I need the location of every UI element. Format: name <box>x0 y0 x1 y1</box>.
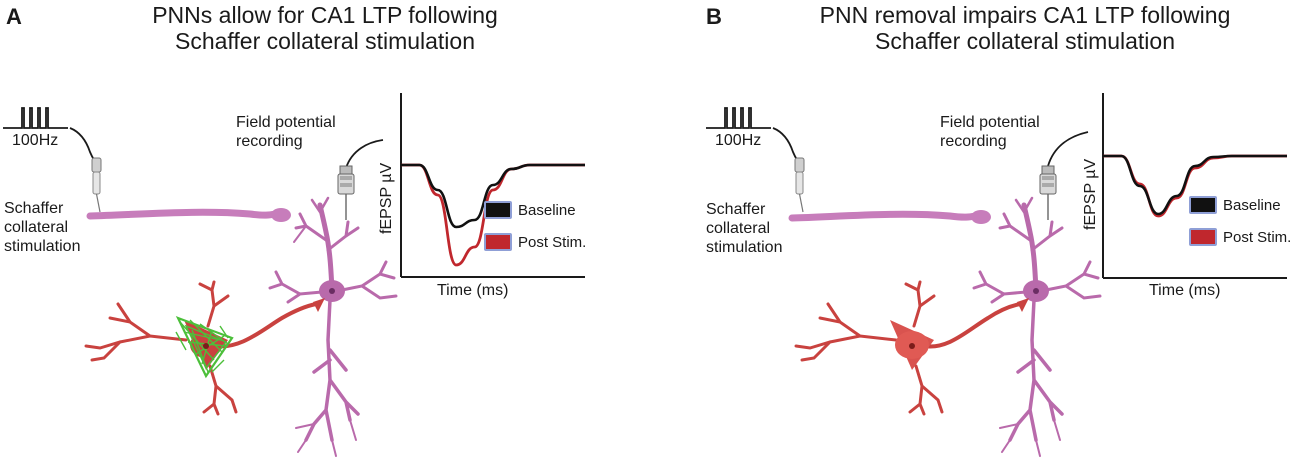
stim-frequency-label: 100Hz <box>715 132 762 149</box>
synaptic-terminal <box>313 298 325 312</box>
record-label-line2: recording <box>236 133 303 150</box>
y-axis-label: fEPSP µV <box>1082 158 1099 230</box>
interneuron-nucleus <box>203 343 209 349</box>
stimulus-pulse-train <box>706 107 771 129</box>
stim-label-line3: stimulation <box>4 238 81 255</box>
record-electrode-cable <box>345 139 384 169</box>
synaptic-terminal <box>1017 298 1029 312</box>
panel-letter: A <box>6 4 22 29</box>
stim-label-line2: collateral <box>706 220 771 237</box>
legend-swatch-post-stim <box>484 233 512 251</box>
pyramidal-nucleus <box>1033 288 1039 294</box>
legend-label-post-stim: Post Stim. <box>518 233 587 251</box>
x-axis-label: Time (ms) <box>437 282 509 299</box>
panel-title-line2: Schaffer collateral stimulation <box>175 28 475 54</box>
legend-label-baseline: Baseline <box>1223 196 1281 214</box>
stim-label-line2: collateral <box>4 219 69 236</box>
neuron-illustration <box>3 93 585 457</box>
record-label: Field potential recording <box>940 113 1040 151</box>
panel-title-line1: PNN removal impairs CA1 LTP following <box>819 2 1231 28</box>
panel-title: PNNs allow for CA1 LTP following Schaffe… <box>0 2 650 54</box>
record-electrode-cable <box>1047 131 1089 167</box>
pyramidal-nucleus <box>329 288 335 294</box>
fepsp-trace-baseline <box>401 163 585 229</box>
legend-item-post-stim: Post Stim. <box>484 231 586 253</box>
stim-location-label: Schaffer collateral stimulation <box>4 199 80 256</box>
panel-letter: B <box>706 4 722 29</box>
legend-item-baseline: Baseline <box>1189 194 1281 216</box>
interneuron <box>84 280 318 416</box>
panel-b: B PNN removal impairs CA1 LTP following … <box>700 0 1300 465</box>
panel-title-line2: Schaffer collateral stimulation <box>875 28 1175 54</box>
schaffer-axon <box>86 208 291 222</box>
x-axis-label: Time (ms) <box>1149 282 1221 299</box>
chart-axes <box>1102 93 1287 279</box>
schaffer-axon <box>788 210 991 224</box>
pyramidal-neuron <box>268 196 398 457</box>
y-axis-label: fEPSP µV <box>378 162 395 234</box>
legend-item-post-stim: Post Stim. <box>1189 226 1291 248</box>
chart-series-group <box>401 163 585 267</box>
pyramidal-neuron <box>972 196 1102 457</box>
stimulus-pulse-train <box>3 107 68 129</box>
stim-label-line1: Schaffer <box>706 201 766 218</box>
legend-swatch-baseline <box>484 201 512 219</box>
neuron-illustration <box>706 93 1287 457</box>
panel-title-line1: PNNs allow for CA1 LTP following <box>152 2 498 28</box>
panel-a: A PNNs allow for CA1 LTP following Schaf… <box>0 2 650 457</box>
record-label-line1: Field potential <box>940 114 1040 131</box>
record-electrode <box>1039 165 1057 220</box>
legend-label-baseline: Baseline <box>518 201 576 219</box>
stim-frequency-label: 100Hz <box>12 132 59 149</box>
legend-swatch-baseline <box>1189 196 1217 214</box>
legend-swatch-post-stim <box>1189 228 1217 246</box>
stim-location-label: Schaffer collateral stimulation <box>706 200 782 257</box>
record-label-line1: Field potential <box>236 114 336 131</box>
legend-item-baseline: Baseline <box>484 199 576 221</box>
stim-label-line3: stimulation <box>706 239 783 256</box>
record-label-line2: recording <box>940 133 1007 150</box>
chart-series-group <box>1102 154 1287 218</box>
record-electrode <box>337 165 355 220</box>
fepsp-trace-baseline <box>1102 154 1287 216</box>
legend-label-post-stim: Post Stim. <box>1223 228 1292 246</box>
stim-electrode <box>91 157 102 213</box>
interneuron-nucleus <box>909 343 915 349</box>
panel-title: PNN removal impairs CA1 LTP following Sc… <box>700 2 1300 54</box>
stim-label-line1: Schaffer <box>4 200 64 217</box>
interneuron <box>794 280 1022 416</box>
record-label: Field potential recording <box>236 113 336 151</box>
stim-electrode <box>794 157 805 213</box>
chart-axes <box>400 93 585 278</box>
